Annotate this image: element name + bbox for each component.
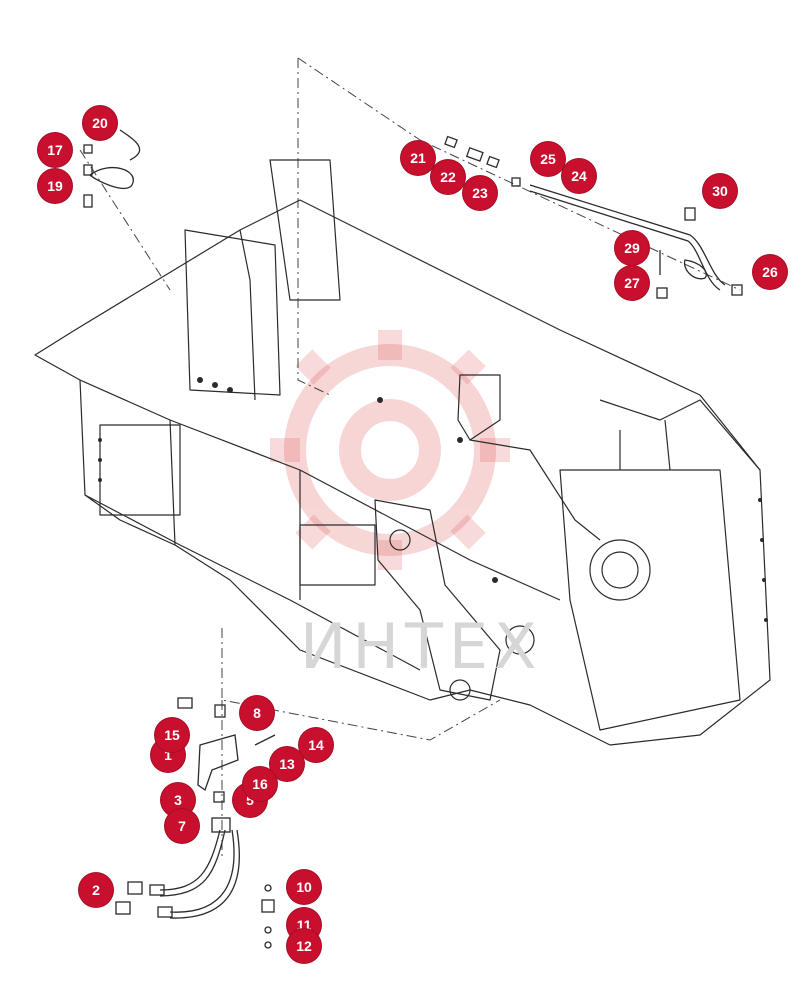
callout-20[interactable]: 20 [83, 106, 117, 140]
callout-12[interactable]: 12 [287, 929, 321, 963]
callout-26[interactable]: 26 [753, 255, 787, 289]
hose-assembly-upper-left [83, 129, 141, 208]
watermark-gear-logo [284, 344, 496, 556]
callout-23[interactable]: 23 [463, 176, 497, 210]
callout-14[interactable]: 14 [299, 728, 333, 762]
callout-16[interactable]: 16 [243, 767, 277, 801]
callout-17[interactable]: 17 [38, 133, 72, 167]
pipe-assembly-upper-right [444, 135, 743, 299]
frame-bolts [98, 377, 768, 622]
callout-22[interactable]: 22 [431, 160, 465, 194]
callout-15[interactable]: 15 [155, 718, 189, 752]
callout-25[interactable]: 25 [531, 142, 565, 176]
callout-19[interactable]: 19 [38, 169, 72, 203]
callout-10[interactable]: 10 [287, 870, 321, 904]
callout-13[interactable]: 13 [270, 747, 304, 781]
callout-30[interactable]: 30 [703, 174, 737, 208]
callout-21[interactable]: 21 [401, 141, 435, 175]
callout-2[interactable]: 2 [79, 873, 113, 907]
callout-8[interactable]: 8 [240, 696, 274, 730]
watermark-text: ИНТЕХ [300, 610, 543, 683]
callout-24[interactable]: 24 [562, 159, 596, 193]
watermark-gear-teeth [270, 330, 510, 570]
callout-27[interactable]: 27 [615, 266, 649, 300]
chassis-frame [34, 159, 771, 746]
callout-7[interactable]: 7 [165, 809, 199, 843]
callout-29[interactable]: 29 [615, 231, 649, 265]
hose-assembly-lower-left [115, 697, 276, 949]
